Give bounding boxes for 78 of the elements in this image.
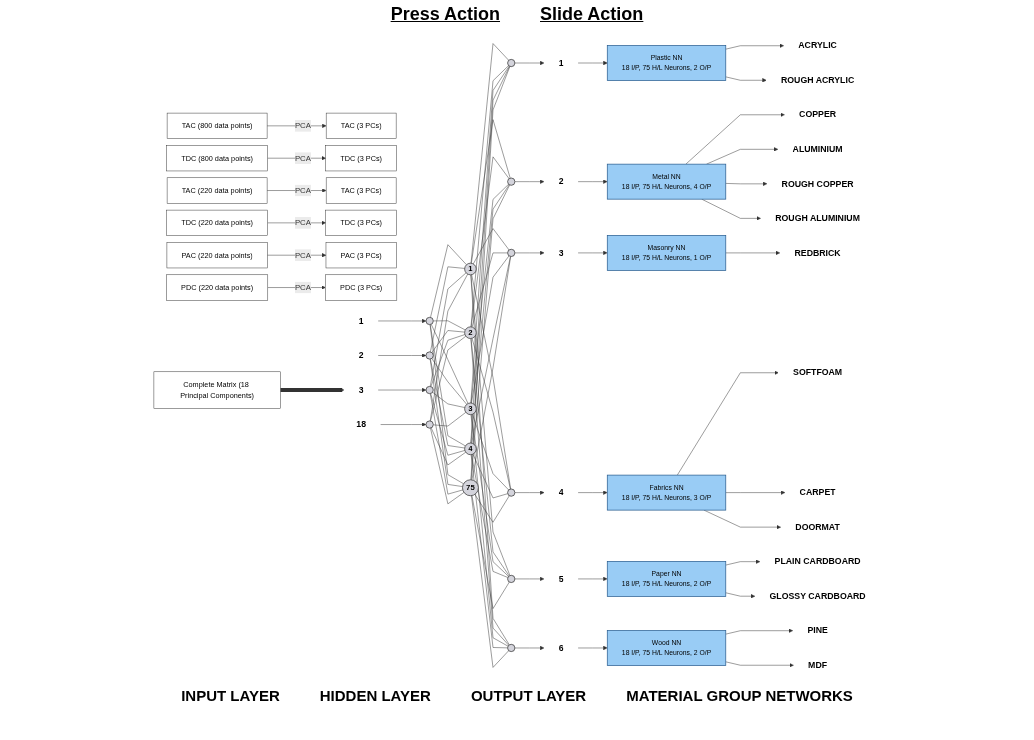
connector <box>431 357 467 405</box>
connector <box>471 252 508 327</box>
node-circle <box>425 316 434 325</box>
connector <box>430 266 465 352</box>
connector <box>470 337 509 646</box>
node-circle <box>507 643 516 652</box>
node-text: SOFTFOAM <box>792 367 843 377</box>
layer-caption: MATERIAL GROUP NETWORKS <box>626 687 853 704</box>
node-circle <box>507 488 516 497</box>
connector <box>429 273 468 421</box>
connector <box>470 274 511 576</box>
node-text: 2 <box>358 349 364 360</box>
node-text: MDF <box>808 659 827 670</box>
connector <box>430 243 467 318</box>
node-text: 1 <box>358 315 364 326</box>
node-circle <box>507 58 516 67</box>
section-heading: Press Action <box>390 4 500 25</box>
connector <box>471 255 510 403</box>
node-text: 4 <box>558 487 564 497</box>
layer-caption: OUTPUT LAYER <box>470 687 587 704</box>
node-text: 2 <box>558 176 564 186</box>
arrow <box>280 387 345 392</box>
connector <box>471 118 511 263</box>
node-circle <box>507 574 516 583</box>
connector <box>429 392 463 494</box>
node-circle <box>507 248 516 257</box>
connector <box>429 323 464 484</box>
node-text: COPPER <box>799 109 836 119</box>
node-text: 3 <box>358 384 364 395</box>
connector <box>430 427 465 504</box>
node-circle <box>507 177 516 186</box>
connector <box>470 42 509 263</box>
node-text: GLOSSY CARDBOARD <box>769 590 866 601</box>
connector <box>430 427 466 465</box>
connector <box>471 494 510 609</box>
node-text: ROUGH COPPER <box>781 178 854 188</box>
node-text: DOORMAT <box>795 521 840 532</box>
layer-caption: INPUT LAYER <box>181 687 280 704</box>
node-circle <box>425 385 434 394</box>
node-text: 1 <box>558 57 564 68</box>
connector <box>430 392 465 455</box>
connector <box>429 358 463 487</box>
node-text: REDBRICK <box>794 247 841 258</box>
connector <box>471 453 509 578</box>
node-text: ROUGH ALUMINIUM <box>775 212 860 223</box>
connector <box>470 183 509 403</box>
node-text: ALUMINIUM <box>792 143 843 154</box>
connector <box>432 411 466 426</box>
connector <box>470 274 510 645</box>
node-text: CARPET <box>799 487 836 497</box>
connector <box>470 337 510 576</box>
node-circle <box>425 420 434 429</box>
connector <box>472 453 508 498</box>
connector <box>470 64 509 327</box>
node-text: 5 <box>558 573 564 584</box>
connector <box>430 335 466 421</box>
connector <box>432 391 465 408</box>
node-text: 18 <box>356 418 366 429</box>
connector <box>429 272 467 387</box>
node-text: PLAIN CARDBOARD <box>774 556 861 566</box>
node-text: PINE <box>807 625 828 635</box>
connector <box>470 413 509 646</box>
connector <box>471 494 509 668</box>
connector <box>471 337 511 489</box>
section-heading: Slide Action <box>540 4 644 25</box>
connector <box>470 453 508 648</box>
node-circle <box>425 351 434 359</box>
connector <box>471 255 511 443</box>
connector <box>470 156 510 327</box>
connector <box>430 323 469 404</box>
connector <box>430 333 466 387</box>
connector <box>430 358 465 448</box>
connector <box>432 320 466 330</box>
node-text: ACRYLIC <box>798 40 837 50</box>
layer-caption: HIDDEN LAYER <box>319 687 431 704</box>
node-text: ROUGH ACRYLIC <box>780 74 855 85</box>
node-text: 3 <box>558 247 564 258</box>
node-text: 6 <box>558 642 564 653</box>
